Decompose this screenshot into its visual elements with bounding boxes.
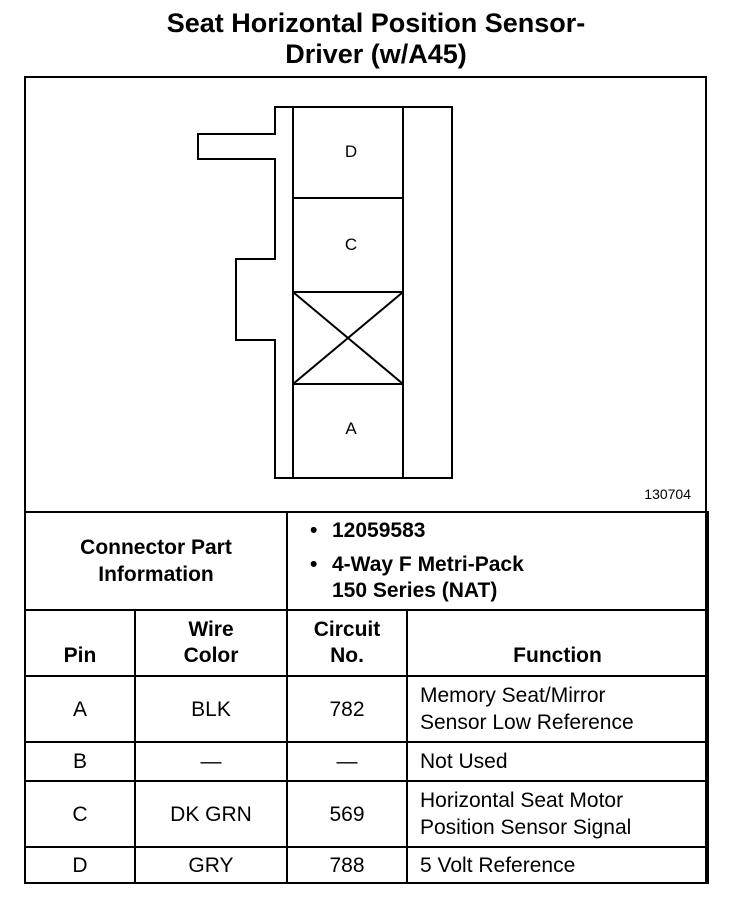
figure-number: 130704 bbox=[644, 486, 691, 502]
function-line-1: 5 Volt Reference bbox=[420, 853, 576, 877]
connector-info-label: Connector Part Information bbox=[24, 511, 288, 611]
function-line-1: Horizontal Seat Motor bbox=[420, 789, 624, 812]
cavity-b-cross-2 bbox=[292, 291, 404, 385]
connector-table: Connector Part Information 12059583 4-Wa… bbox=[24, 511, 709, 884]
function-cell: Memory Seat/Mirror Sensor Low Reference bbox=[406, 675, 709, 743]
wire-color-cell: DK GRN bbox=[134, 780, 288, 848]
function-cell: Not Used bbox=[406, 741, 709, 782]
function-cell: 5 Volt Reference bbox=[406, 846, 709, 884]
pin-cell: B bbox=[24, 741, 136, 782]
connector-diagram: D C A 130704 bbox=[26, 78, 705, 512]
header-wire-color-line-1: Wire bbox=[188, 618, 234, 641]
function-line-2: Position Sensor Signal bbox=[420, 816, 632, 839]
pin-cell: A bbox=[24, 675, 136, 743]
wire-color-cell: GRY bbox=[134, 846, 288, 884]
header-circuit-line-1: Circuit bbox=[313, 618, 381, 641]
table-row: A BLK 782 Memory Seat/Mirror Sensor Low … bbox=[24, 675, 709, 743]
title-line-2: Driver (w/A45) bbox=[285, 39, 467, 69]
circuit-cell: 569 bbox=[286, 780, 408, 848]
cavity-label-a: A bbox=[345, 419, 357, 438]
wire-color-cell: BLK bbox=[134, 675, 288, 743]
part-number: 12059583 bbox=[310, 518, 707, 544]
circuit-cell: — bbox=[286, 741, 408, 782]
header-pin: Pin bbox=[24, 609, 136, 677]
circuit-cell: 782 bbox=[286, 675, 408, 743]
function-cell: Horizontal Seat Motor Position Sensor Si… bbox=[406, 780, 709, 848]
connector-body-outline bbox=[197, 106, 453, 479]
connector-description: 4-Way F Metri-Pack bbox=[310, 552, 707, 578]
connector-info-label-line-1: Connector Part bbox=[80, 536, 232, 559]
diagram-title: Seat Horizontal Position Sensor- Driver … bbox=[0, 8, 752, 70]
connector-outline bbox=[197, 106, 453, 479]
cavity-b-blocked bbox=[292, 291, 404, 385]
table-row: C DK GRN 569 Horizontal Seat Motor Posit… bbox=[24, 780, 709, 848]
connector-frame: D C A 130704 Connector Part Information … bbox=[24, 76, 709, 884]
table-row: B — — Not Used bbox=[24, 741, 709, 782]
column-header-row: Pin Wire Color Circuit No. Function bbox=[24, 609, 709, 677]
function-line-1: Memory Seat/Mirror bbox=[420, 684, 606, 707]
connector-info-label-line-2: Information bbox=[98, 563, 214, 586]
cavity-label-d: D bbox=[344, 142, 358, 161]
header-wire-color-line-2: Color bbox=[183, 644, 239, 667]
function-line-2: Sensor Low Reference bbox=[420, 711, 634, 734]
function-line-1: Not Used bbox=[420, 750, 508, 773]
header-wire-color: Wire Color bbox=[134, 609, 288, 677]
circuit-cell: 788 bbox=[286, 846, 408, 884]
wire-color-cell: — bbox=[134, 741, 288, 782]
header-circuit: Circuit No. bbox=[286, 609, 408, 677]
header-circuit-line-2: No. bbox=[330, 644, 364, 667]
table-row: D GRY 788 5 Volt Reference bbox=[24, 846, 709, 884]
title-line-1: Seat Horizontal Position Sensor- bbox=[166, 8, 586, 38]
cavity-label-c: C bbox=[344, 235, 358, 254]
header-function: Function bbox=[406, 609, 709, 677]
pin-cell: D bbox=[24, 846, 136, 884]
connector-info-details: 12059583 4-Way F Metri-Pack 150 Series (… bbox=[286, 511, 709, 611]
connector-info-row: Connector Part Information 12059583 4-Wa… bbox=[24, 511, 709, 611]
pin-cell: C bbox=[24, 780, 136, 848]
connector-description-line-2: 150 Series (NAT) bbox=[332, 579, 498, 602]
